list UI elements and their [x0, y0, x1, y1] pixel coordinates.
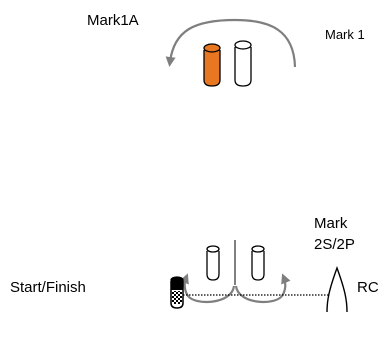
mark2-label-line2: 2S/2P: [314, 236, 355, 253]
start-finish-label: Start/Finish: [10, 279, 86, 296]
committee-boat-icon: [326, 265, 348, 313]
mark1a-label: Mark1A: [87, 12, 139, 29]
mark1a-buoy-icon: [203, 43, 221, 87]
mark2-label-line1: Mark: [314, 215, 348, 232]
mark1-label: Mark 1: [325, 27, 365, 42]
gate-mark-2p-buoy-icon: [251, 245, 265, 281]
rc-label: RC: [357, 279, 379, 296]
gate-right-rounding-arrow: [234, 273, 291, 303]
mark1-rounding-arrow: [165, 18, 297, 68]
gate-mark-2s-buoy-icon: [206, 245, 220, 281]
mark1-buoy-icon: [234, 40, 252, 87]
start-pin-buoy-icon: [170, 276, 184, 309]
gate-left-rounding-arrow: [179, 273, 236, 303]
